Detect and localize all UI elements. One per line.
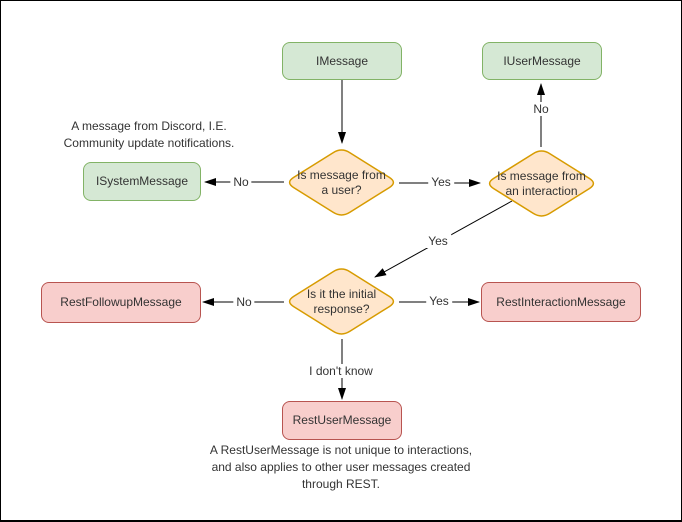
diamond-shape bbox=[488, 150, 595, 217]
decision-is-initial-response-label: Is it the initial response? bbox=[306, 286, 377, 316]
node-restusermessage: RestUserMessage bbox=[282, 401, 402, 440]
decision-is-message-from-interaction: Is message from an interaction bbox=[484, 147, 599, 220]
node-restinteractionmessage-label: RestInteractionMessage bbox=[496, 294, 626, 309]
note-rest-user-message: A RestUserMessage is not unique to inter… bbox=[209, 443, 473, 491]
node-restusermessage-label: RestUserMessage bbox=[292, 413, 392, 427]
node-restinteractionmessage: RestInteractionMessage bbox=[481, 282, 641, 322]
decision-is-initial-response: Is it the initial response? bbox=[284, 265, 399, 338]
note-system-message: A message from Discord, I.E. Community u… bbox=[63, 119, 235, 150]
edge-label-yes-initial-decision: Yes bbox=[425, 234, 451, 248]
node-isystemmessage: ISystemMessage bbox=[83, 162, 201, 201]
edge-label-dont-know: I don't know bbox=[306, 364, 376, 378]
node-restfollowupmessage-label: RestFollowupMessage bbox=[60, 295, 182, 309]
node-iusermessage-label: IUserMessage bbox=[503, 53, 581, 68]
edge-label-yes-interactionmessage: Yes bbox=[426, 294, 452, 308]
node-restfollowupmessage: RestFollowupMessage bbox=[41, 282, 201, 323]
decision-is-message-from-user: Is message from a user? bbox=[284, 146, 399, 219]
decision-is-message-from-user-label: Is message from a user? bbox=[297, 167, 386, 197]
edge-label-no-systemmessage: No bbox=[230, 175, 252, 189]
node-imessage: IMessage bbox=[282, 42, 402, 80]
edge-label-no-followupmessage: No bbox=[233, 295, 255, 309]
node-isystemmessage-label: ISystemMessage bbox=[95, 174, 189, 188]
diamond-shape bbox=[288, 268, 395, 335]
node-imessage-label: IMessage bbox=[315, 53, 369, 68]
diamond-shape bbox=[288, 149, 395, 216]
edge-label-no-usermessage: No bbox=[530, 102, 552, 116]
node-iusermessage: IUserMessage bbox=[482, 42, 602, 80]
decision-is-message-from-interaction-label: Is message from an interaction bbox=[497, 168, 586, 198]
edge-label-yes-interaction-decision: Yes bbox=[428, 175, 454, 189]
